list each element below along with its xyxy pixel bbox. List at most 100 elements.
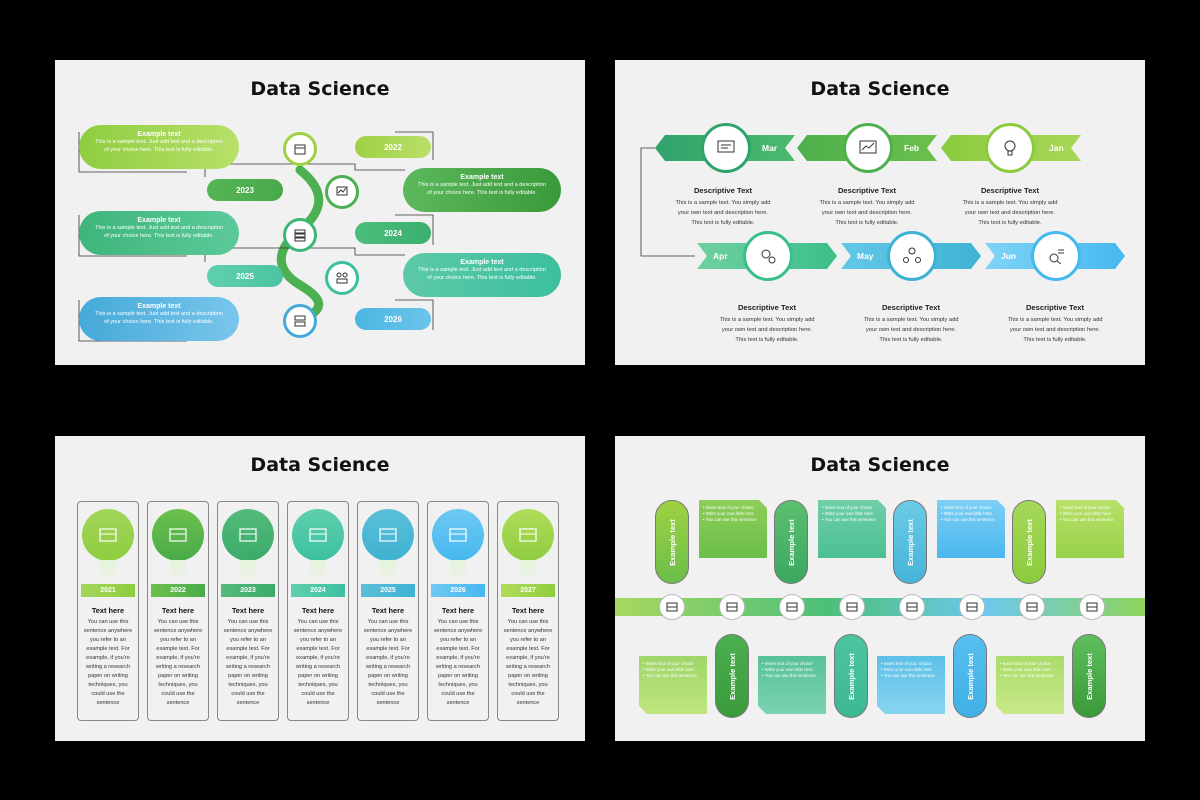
pill-body: This is a sample text. Just add text and…	[95, 311, 223, 325]
column-line: could use the	[441, 691, 475, 697]
pill-body: This is a sample text. Just add text and…	[95, 139, 223, 153]
example-text-pill[interactable]: Example text	[715, 634, 749, 718]
desc-line: your own text and description here.	[821, 210, 913, 216]
column-line: writing a research	[225, 664, 271, 670]
column-line: example, if you're	[226, 655, 270, 661]
example-pill-2[interactable]: Example text This is a sample text. Just…	[403, 168, 561, 212]
example-pill-5[interactable]: Example text This is a sample text. Just…	[79, 297, 239, 341]
column-stem	[310, 560, 326, 584]
example-text-pill[interactable]: Example text	[655, 500, 689, 584]
gear-cycle-icon	[1019, 594, 1045, 620]
info-card: Insert text of your choiceWrite your own…	[996, 656, 1064, 714]
column-line: You can use this	[227, 619, 269, 625]
column-title: Text here	[91, 606, 125, 615]
card-item: Write your own little here	[643, 667, 703, 673]
card-item: You can use this sentence	[1060, 517, 1120, 523]
column-line: writing a research	[365, 664, 411, 670]
example-text-pill[interactable]: Example text	[1012, 500, 1046, 584]
column-line: You can use this	[87, 619, 129, 625]
card-item: Insert text of your choice	[762, 661, 822, 667]
card-item: You can use this sentence	[1000, 673, 1060, 679]
card-item: Write your own little here	[941, 511, 1001, 517]
desc-block-mar: Descriptive Text This is a sample text. …	[663, 186, 783, 228]
calendar-icon	[432, 509, 484, 561]
desc-line: This text is fully editable.	[879, 337, 943, 343]
column-line: example text. For	[436, 646, 480, 652]
card-item: Write your own little here	[822, 511, 882, 517]
card-item: Write your own little here	[1060, 511, 1120, 517]
column-stem	[240, 560, 256, 584]
example-pill-3[interactable]: Example text This is a sample text. Just…	[79, 211, 239, 255]
database-icon	[659, 594, 685, 620]
column-line: example text. For	[226, 646, 270, 652]
pill-label: Example text	[1024, 518, 1034, 566]
month-label: May	[857, 251, 874, 261]
example-pill-1[interactable]: Example text This is a sample text. Just…	[79, 125, 239, 169]
card-item: Write your own little here	[703, 511, 763, 517]
example-text-pill[interactable]: Example text	[774, 500, 808, 584]
column-line: sentence anywhere	[363, 628, 413, 634]
column-line: example, if you're	[366, 655, 410, 661]
pill-title: Example text	[137, 131, 181, 138]
column-title: Text here	[231, 606, 265, 615]
column-line: techniques, you	[298, 682, 338, 688]
column-line: example, if you're	[296, 655, 340, 661]
slide-horizontal-process: Data Science Example textInsert text of …	[615, 436, 1145, 741]
column-line: techniques, you	[508, 682, 548, 688]
card-item: Insert text of your choice	[941, 505, 1001, 511]
example-text-pill[interactable]: Example text	[893, 500, 927, 584]
year-label: 2023	[221, 584, 275, 597]
pill-label: Example text	[846, 652, 856, 700]
example-pill-4[interactable]: Example text This is a sample text. Just…	[403, 253, 561, 297]
column-line: sentence anywhere	[293, 628, 343, 634]
lightbulb-icon	[985, 123, 1035, 173]
column-line: You can use this	[367, 619, 409, 625]
calendar-icon	[959, 594, 985, 620]
column-line: could use the	[161, 691, 195, 697]
column-line: sentence	[166, 700, 190, 706]
column-line: example text. For	[366, 646, 410, 652]
desc-title: Descriptive Text	[881, 303, 941, 312]
desc-line: This text is fully editable.	[1023, 337, 1087, 343]
desc-title: Descriptive Text	[837, 186, 897, 195]
people-network-icon	[887, 231, 937, 281]
column-line: writing a research	[295, 664, 341, 670]
team-icon	[719, 594, 745, 620]
column-line: You can use this	[297, 619, 339, 625]
year-label: 2022	[151, 584, 205, 597]
column-line: example, if you're	[506, 655, 550, 661]
column-line: you refer to an	[299, 637, 337, 643]
column-line: could use the	[301, 691, 335, 697]
year-label: 2024	[291, 584, 345, 597]
example-text-pill[interactable]: Example text	[953, 634, 987, 718]
column-line: example, if you're	[436, 655, 480, 661]
server-icon	[779, 594, 805, 620]
network-icon	[362, 509, 414, 561]
slide-title: Data Science	[810, 454, 950, 476]
year-column	[497, 501, 559, 721]
column-line: techniques, you	[228, 682, 268, 688]
column-line: paper on writing	[158, 673, 198, 679]
column-line: you refer to an	[439, 637, 477, 643]
column-line: You can use this	[437, 619, 479, 625]
column-line: writing a research	[435, 664, 481, 670]
example-text-pill[interactable]: Example text	[1072, 634, 1106, 718]
process-band	[615, 598, 1145, 616]
flask-icon	[839, 594, 865, 620]
card-item: You can use this sentence	[822, 517, 882, 523]
column-stem	[520, 560, 536, 584]
desc-block-apr: Descriptive Text This is a sample text. …	[707, 303, 827, 345]
column-line: sentence	[306, 700, 330, 706]
column-line: sentence anywhere	[503, 628, 553, 634]
card-item: You can use this sentence	[643, 673, 703, 679]
desc-line: This is a sample text. You simply add	[863, 317, 959, 323]
column-line: sentence anywhere	[83, 628, 133, 634]
column-line: techniques, you	[158, 682, 198, 688]
column-line: could use the	[231, 691, 265, 697]
example-text-pill[interactable]: Example text	[834, 634, 868, 718]
